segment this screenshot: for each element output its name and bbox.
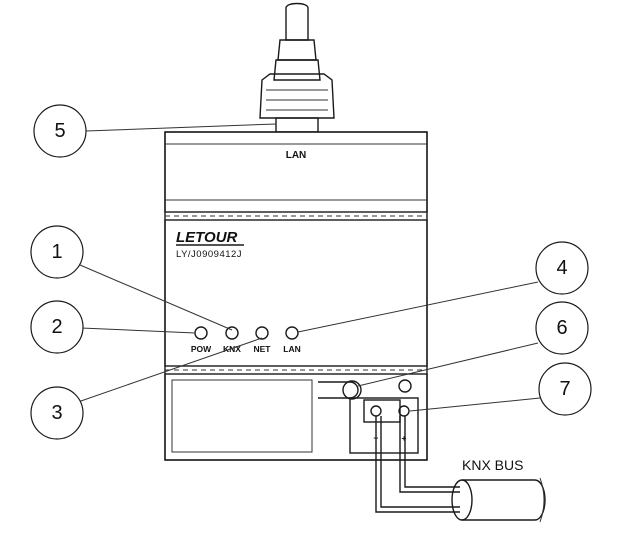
callout-4: 4	[535, 241, 589, 295]
knx-bus-wires	[375, 416, 546, 523]
device-body	[164, 131, 428, 461]
top-lan-label: LAN	[286, 150, 307, 161]
svg-text:5: 5	[54, 120, 65, 142]
svg-text:6: 6	[556, 317, 567, 339]
terminal-plus-mark: +	[402, 433, 407, 443]
led-label-net: NET	[254, 344, 272, 354]
knx-led-icon	[225, 326, 239, 340]
callout-7: 7	[538, 362, 592, 416]
model-number: LY/J0909412J	[176, 249, 242, 260]
led-label-pow: POW	[191, 344, 212, 354]
callout-3: 3	[30, 386, 84, 440]
brand-logo-text: LETOUR	[176, 229, 238, 246]
svg-text:4: 4	[556, 257, 567, 279]
svg-text:7: 7	[559, 378, 570, 400]
callout-2: 2	[30, 300, 84, 354]
callout-6: 6	[535, 301, 589, 355]
lan-cable	[259, 2, 335, 133]
net-led-icon	[255, 326, 269, 340]
callout-leaders	[77, 123, 541, 412]
led-label-lan: LAN	[283, 344, 300, 354]
led-label-knx: KNX	[223, 344, 241, 354]
callout-1: 1	[30, 225, 84, 279]
callout-5: 5	[33, 104, 87, 158]
svg-text:1: 1	[51, 241, 62, 263]
lan-led-icon	[285, 326, 299, 340]
led-row: POW KNX NET LAN	[191, 326, 301, 354]
knx-bus-label: KNX BUS	[462, 457, 523, 473]
svg-text:2: 2	[51, 316, 62, 338]
svg-text:3: 3	[51, 402, 62, 424]
